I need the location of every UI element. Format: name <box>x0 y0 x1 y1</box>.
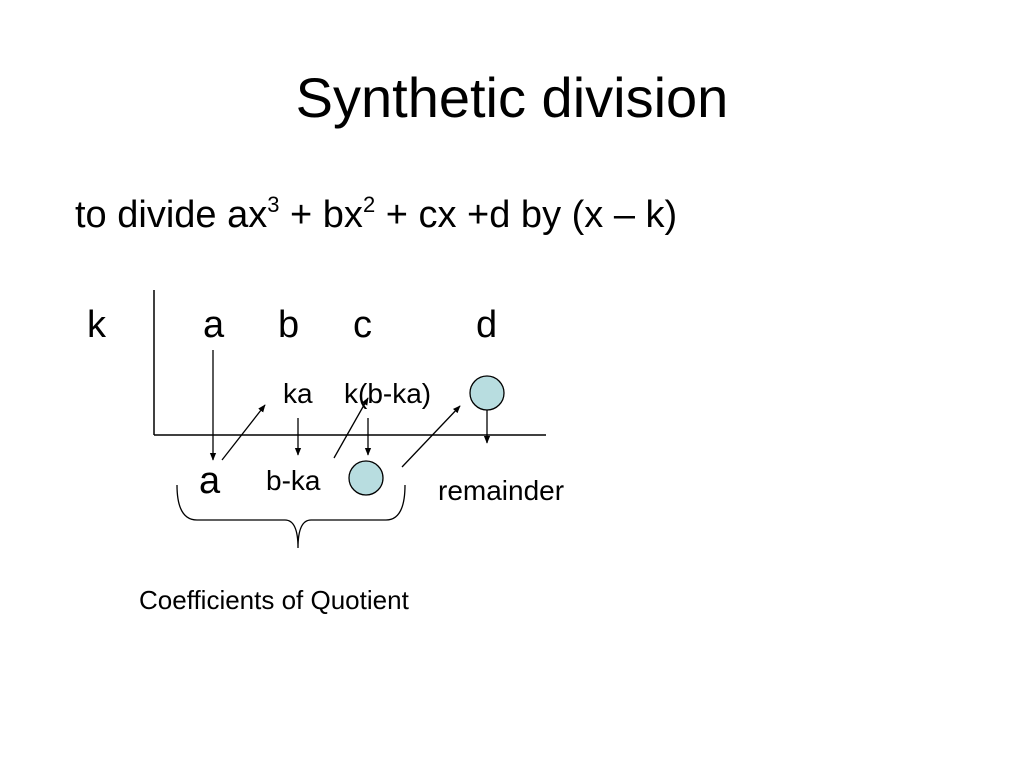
subtitle-exponent-2: 2 <box>362 192 376 217</box>
coefficient-b: b <box>278 304 300 346</box>
quotient-circle <box>348 460 384 496</box>
subtitle-exponent-1: 3 <box>267 192 280 217</box>
subtitle-part-3: + cx +d by (x – k) <box>375 194 678 236</box>
arrow-a-to-ka <box>221 404 266 461</box>
arrow-circle-to-circle <box>401 405 461 468</box>
slide-title: Synthetic division <box>295 66 729 129</box>
arrow-bka-to-kbka <box>333 397 369 459</box>
quotient-b-ka: b-ka <box>266 465 321 496</box>
subtitle-part-2: + bx <box>279 194 363 236</box>
quotient-caption: Coefficients of Quotient <box>139 585 409 615</box>
coefficient-a: a <box>203 304 225 346</box>
remainder-circle <box>469 375 505 411</box>
subtitle-part-1: to divide ax <box>75 194 268 236</box>
coefficient-c: c <box>353 304 372 346</box>
product-ka: ka <box>283 378 313 409</box>
subtitle: to divide ax3 + bx2 + cx +d by (x – k) <box>75 194 678 236</box>
coefficient-d: d <box>476 304 498 346</box>
quotient-a: a <box>199 460 221 502</box>
product-k-b-ka: k(b-ka) <box>344 378 432 409</box>
divisor-k: k <box>87 304 106 346</box>
remainder-label: remainder <box>438 475 565 506</box>
quotient-brace <box>176 484 406 549</box>
